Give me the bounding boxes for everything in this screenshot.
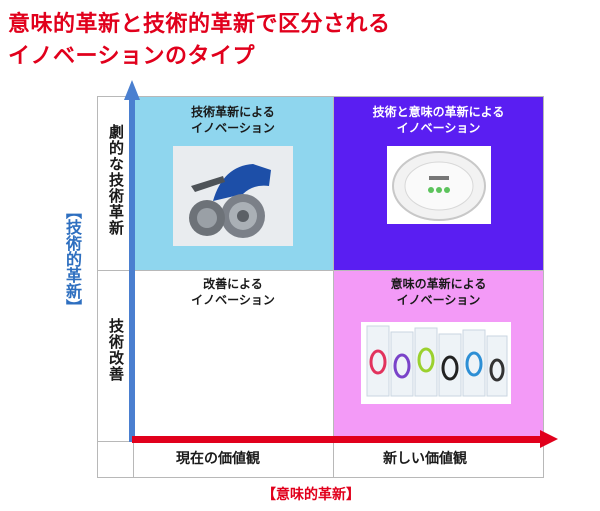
x-axis-label-new-values: 新しい価値観 (383, 451, 467, 467)
quadrant-meaning: 意味の革新による イノベーション (333, 270, 544, 441)
title-line-2: イノベーションのタイプ (8, 44, 256, 69)
robot-vacuum-image (387, 146, 491, 224)
quadrant-label: 技術革新による イノベーション (191, 105, 275, 135)
y-axis-label-improvement: 技術改善 (107, 318, 125, 382)
title-line-1: 意味的革新と技術的革新で区分される (8, 12, 391, 37)
vacuum-cleaner-image (173, 146, 293, 246)
quadrant-technology-and-meaning: 技術と意味の革新による イノベーション (333, 96, 544, 270)
y-axis-label-dramatic: 劇的な技術革新 (107, 124, 125, 236)
quadrant-label: 改善による イノベーション (191, 277, 275, 307)
x-axis-title: 【意味的革新】 (262, 487, 360, 503)
y-axis-title: 【技術的革新】 (63, 203, 82, 315)
quadrant-label: 技術と意味の革新による イノベーション (372, 105, 505, 135)
quadrant-improvement: 改善による イノベーション (133, 270, 333, 441)
x-axis-label-current-values: 現在の価値観 (176, 451, 260, 467)
quadrant-technology: 技術革新による イノベーション (133, 96, 333, 270)
quadrant-label: 意味の革新による イノベーション (390, 277, 487, 307)
reading-glasses-image (361, 322, 511, 404)
matrix-grid: 技術革新による イノベーション 技術と意味の革新による イノベーション 改善によ… (97, 96, 544, 478)
